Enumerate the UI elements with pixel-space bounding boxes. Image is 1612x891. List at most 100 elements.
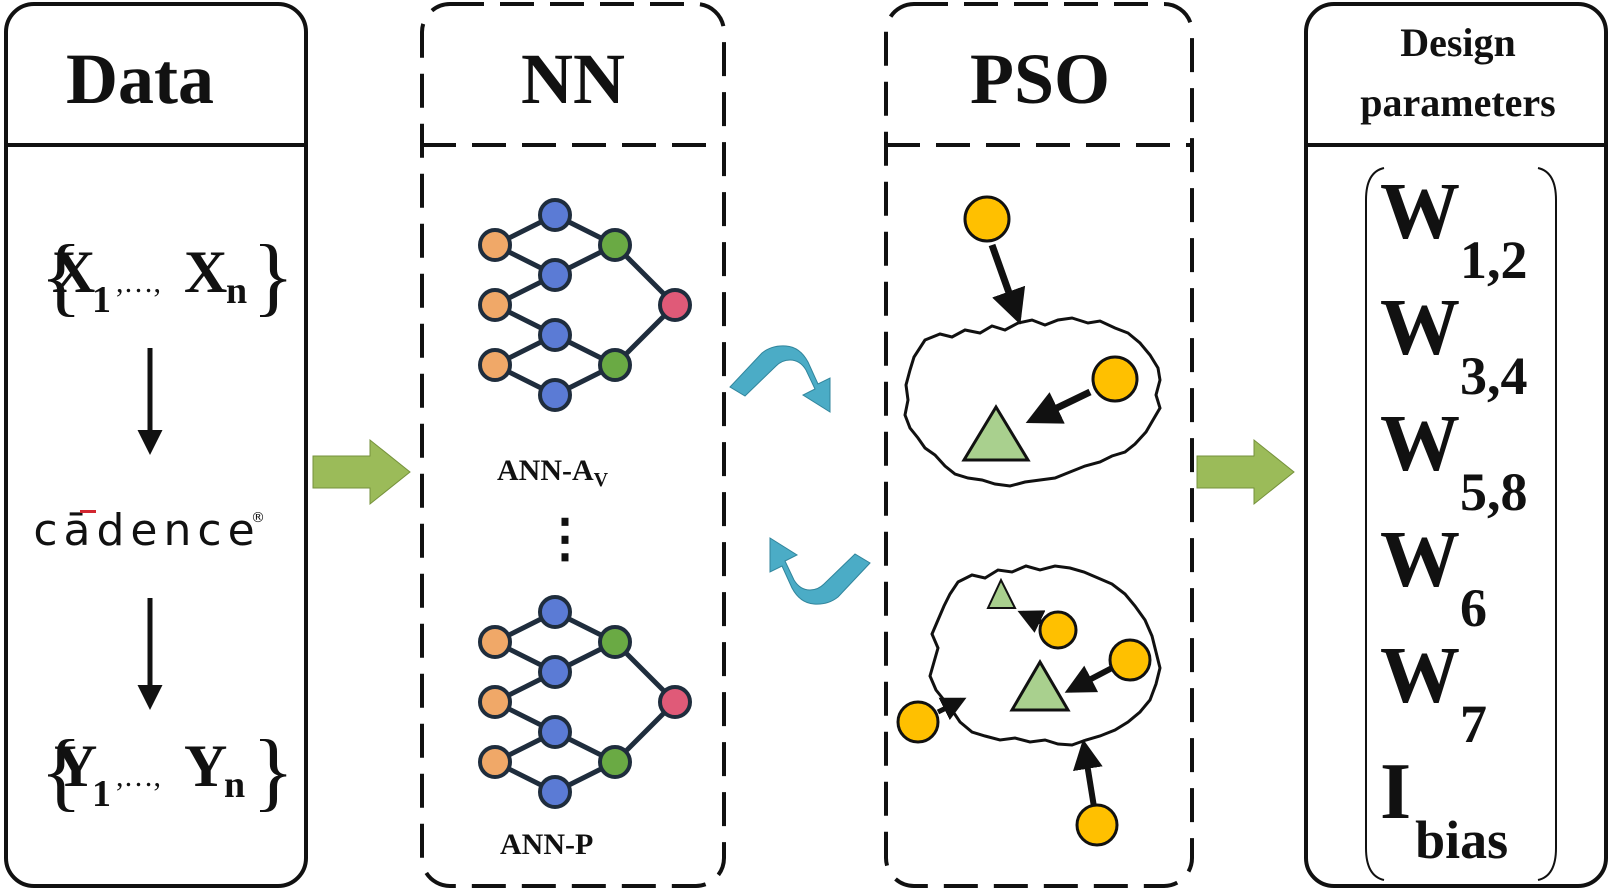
nn-ellipsis: ⋮ (539, 511, 591, 568)
cadence-logo-accent (80, 510, 96, 513)
ann-bottom-output-layer-node (598, 625, 632, 659)
particle-velocity-4 (1064, 665, 1114, 693)
design-param-subscript: 3,4 (1460, 346, 1528, 406)
design-param-symbol: W (1380, 168, 1460, 256)
design-param-1: W3,4 (1380, 284, 1528, 406)
data-panel-title: Data (66, 39, 214, 119)
design-panel-border (1304, 2, 1608, 888)
cadence-registered-mark: ® (251, 510, 265, 526)
ann-bottom-hidden-node (538, 655, 572, 689)
particle-velocity-1 (988, 243, 1026, 325)
output-right-brace: } (252, 723, 294, 820)
particle-3 (1038, 610, 1078, 650)
design-param-3: W6 (1380, 516, 1487, 638)
particle-2 (1091, 355, 1139, 403)
ann-top-hidden-node (538, 378, 572, 412)
input-letter-last: X (184, 239, 227, 305)
output-ellipsis: ,…, (116, 760, 161, 793)
ann-bottom-input-node (478, 625, 512, 659)
particle-4 (1108, 638, 1152, 682)
output-set: { Y 1 ,…, Y n } (40, 723, 294, 820)
ann-bottom-output-layer-node (598, 745, 632, 779)
output-letter-first: Y (54, 733, 97, 799)
design-panel-title-line1: Design (1400, 20, 1516, 65)
ann-top-hidden-node (538, 198, 572, 232)
output-subscript-last: n (224, 764, 245, 806)
design-param-4: W7 (1380, 632, 1487, 754)
pso-swarm-upper (903, 195, 1162, 488)
cycle-arrow-pso-to-nn (769, 537, 871, 605)
design-param-2: W5,8 (1380, 400, 1528, 522)
output-left-brace: { (40, 723, 82, 820)
ann-bottom-input-node (478, 745, 512, 779)
input-right-brace: } (252, 228, 294, 325)
search-space-boundary-upper (903, 316, 1162, 488)
ann-top-hidden-node (538, 258, 572, 292)
data-panel: Data { X 1 ,…, X n } cādence ® { Y 1 ,…,… (4, 2, 308, 888)
ann-bottom-hidden-node (538, 775, 572, 809)
design-panel-title-line2: parameters (1360, 80, 1555, 125)
ann-bottom-hidden-node (538, 595, 572, 629)
param-vector-left-paren (1365, 167, 1385, 881)
design-param-subscript: 5,8 (1460, 462, 1528, 522)
ann-top-final-node (658, 288, 692, 322)
design-param-symbol: W (1380, 284, 1460, 372)
ann-network-bottom (478, 595, 692, 809)
best-position-lower (1009, 659, 1071, 712)
particle-velocity-6 (1073, 739, 1103, 808)
ann-top-output-layer-node (598, 348, 632, 382)
ann-top-input-node (478, 228, 512, 262)
design-param-symbol: W (1380, 632, 1460, 720)
cadence-logo: cādence ® (33, 505, 265, 556)
cycle-arrow-nn-to-pso (729, 345, 831, 413)
design-param-5: Ibias (1380, 748, 1508, 870)
best-position-upper (961, 404, 1031, 462)
cadence-logo-text: cādence (33, 505, 260, 556)
input-ellipsis: ,…, (116, 266, 161, 299)
design-param-subscript: 1,2 (1460, 230, 1528, 290)
particle-velocity-5 (936, 697, 967, 721)
ann-network-top (478, 198, 692, 412)
design-param-subscript: 7 (1460, 694, 1487, 754)
ann-top-hidden-node (538, 318, 572, 352)
pso-panel-border (884, 2, 1194, 888)
ann-top-input-node (478, 348, 512, 382)
design-param-subscript: 6 (1460, 578, 1487, 638)
param-vector-right-paren (1537, 167, 1557, 881)
particle-6 (1075, 803, 1119, 847)
ann-label-top: ANN-AV (497, 454, 609, 491)
design-param-0: W1,2 (1380, 168, 1528, 290)
best-position-small (986, 577, 1017, 609)
search-space-boundary-lower (928, 564, 1162, 747)
ann-bottom-hidden-node (538, 715, 572, 749)
ann-bottom-final-node (658, 685, 692, 719)
particle-5 (896, 700, 940, 744)
design-param-symbol: I (1380, 748, 1411, 836)
ann-bottom-input-node (478, 685, 512, 719)
pso-swarm-lower (896, 564, 1162, 847)
input-subscript-first: 1 (92, 279, 111, 321)
pso-panel-title: PSO (970, 39, 1110, 119)
data-panel-border (4, 2, 308, 888)
ann-top-input-node (478, 288, 512, 322)
design-param-symbol: W (1380, 400, 1460, 488)
nn-panel: NN ANN-AV ⋮ ANN-P (420, 2, 726, 888)
output-subscript-first: 1 (92, 773, 111, 815)
flow-arrow-pso-to-design (1196, 438, 1295, 506)
ann-label-bottom: ANN-P (500, 828, 593, 861)
pso-panel: PSO (884, 2, 1194, 888)
ann-top-output-layer-node (598, 228, 632, 262)
output-letter-last: Y (184, 733, 227, 799)
nn-panel-border (420, 2, 726, 888)
input-left-brace: { (40, 228, 82, 325)
design-param-symbol: W (1380, 516, 1460, 604)
particle-velocity-2 (1025, 388, 1092, 424)
cycle-arrows (729, 345, 871, 605)
input-set: { X 1 ,…, X n } (40, 228, 294, 325)
input-subscript-last: n (226, 270, 247, 312)
flow-arrow-data-to-nn (312, 438, 411, 506)
